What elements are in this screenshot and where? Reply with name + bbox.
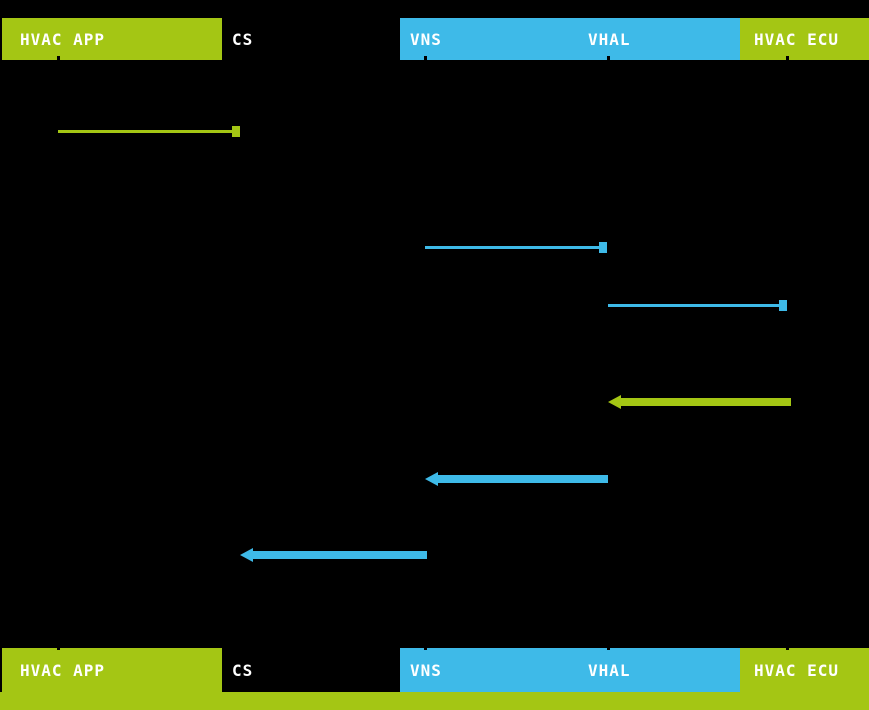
message-arrowhead-triangle-hvac-ecu-to-vhal: [608, 395, 621, 409]
participant-label: HVAC ECU: [754, 660, 840, 680]
participant-label: VNS: [410, 29, 442, 49]
message-line-vhal-to-hvac-ecu: [608, 304, 779, 307]
participant-box-hvac-app-bottom: HVAC APP: [2, 648, 222, 692]
participant-box-cs-top: CS: [222, 18, 400, 60]
lifeline-notch: [239, 645, 242, 650]
participant-label: CS: [232, 29, 254, 49]
message-line-hvac-app-to-cs: [58, 130, 232, 133]
participant-label: HVAC ECU: [754, 29, 840, 49]
lifeline-notch: [607, 645, 610, 650]
participant-box-vns-vhal-top: VNS VHAL: [400, 18, 740, 60]
participant-label: HVAC APP: [20, 660, 106, 680]
lifeline-notch: [424, 56, 427, 61]
message-body-vhal-to-vns: [437, 475, 608, 483]
message-arrowhead-triangle-vns-to-cs: [240, 548, 253, 562]
participant-label: VHAL: [588, 660, 631, 680]
participant-box-hvac-app-top: HVAC APP: [2, 18, 222, 60]
participant-box-vns-vhal-bottom: VNS VHAL: [400, 648, 740, 692]
participant-label: VNS: [410, 660, 442, 680]
lifeline-notch: [57, 645, 60, 650]
message-arrowhead-square-hvac-app-to-cs: [232, 126, 240, 137]
participant-box-hvac-ecu-bottom: HVAC ECU: [740, 648, 869, 692]
message-arrowhead-square-vns-to-vhal: [599, 242, 607, 253]
lifeline-notch: [239, 56, 242, 61]
message-body-vns-to-cs: [252, 551, 427, 559]
participant-box-cs-bottom: CS: [222, 648, 400, 692]
lifeline-notch: [786, 56, 789, 61]
participant-label: HVAC APP: [20, 29, 106, 49]
lifeline-notch: [57, 56, 60, 61]
lifeline-notch: [607, 56, 610, 61]
footer-bar: [0, 692, 869, 710]
participant-box-hvac-ecu-top: HVAC ECU: [740, 18, 869, 60]
message-line-vns-to-vhal: [425, 246, 599, 249]
message-arrowhead-triangle-vhal-to-vns: [425, 472, 438, 486]
message-arrowhead-square-vhal-to-hvac-ecu: [779, 300, 787, 311]
participant-label: VHAL: [588, 29, 631, 49]
lifeline-notch: [786, 645, 789, 650]
participant-label: CS: [232, 660, 254, 680]
message-body-hvac-ecu-to-vhal: [620, 398, 791, 406]
lifeline-notch: [424, 645, 427, 650]
